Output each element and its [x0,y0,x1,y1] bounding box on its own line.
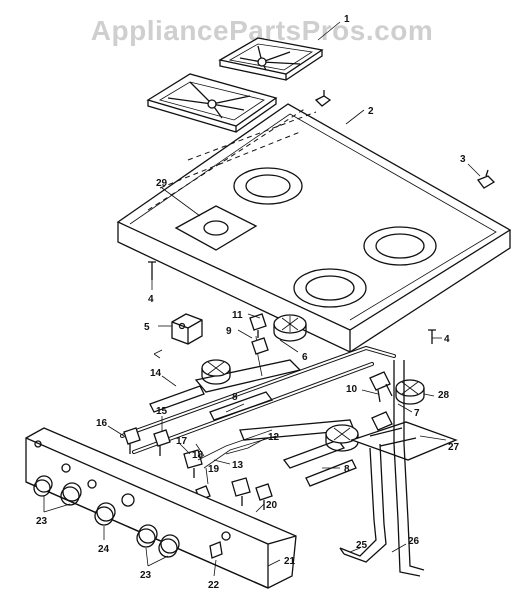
burner-grate-front [146,73,278,133]
assembly-arrow [153,349,163,359]
callout-26: 26 [408,536,420,547]
control-knob-4 [136,524,158,548]
callout-10: 10 [346,384,358,395]
callout-labels: 1 2 3 4 4 5 6 7 8 8 9 10 11 12 13 14 15 … [36,14,466,591]
callout-18: 18 [192,450,204,461]
burner-head-rear-left [273,314,307,342]
leader-lines [43,21,481,577]
callout-5: 5 [144,322,150,333]
callout-28: 28 [438,390,450,401]
callout-20: 20 [266,500,278,511]
callout-23-right: 23 [140,570,152,581]
callout-11: 11 [232,310,243,321]
burner-head-right [395,379,425,405]
control-knob-3 [94,502,116,526]
control-panel [25,427,297,589]
screw-part-4-right [428,329,436,344]
callout-19: 19 [208,464,220,475]
burner-valves [123,427,273,510]
callout-8-lower: 8 [344,464,350,475]
cooktop-panel [116,103,512,354]
callout-4-left: 4 [148,294,154,305]
callout-4-right: 4 [444,334,450,345]
callout-21: 21 [284,556,296,567]
igniter-switch-right [369,371,393,431]
igniter-switch-upper [249,313,269,355]
callout-6: 6 [302,352,308,363]
burner-head-front [325,424,359,452]
callout-22: 22 [208,580,220,591]
callout-2: 2 [368,106,374,117]
callout-25: 25 [356,540,368,551]
control-knob-1 [33,475,53,497]
callout-17: 17 [176,436,188,447]
callout-12: 12 [268,432,280,443]
screw-part-4-left [148,261,156,280]
clip-part-2 [314,90,332,107]
gas-manifold-pipe [120,345,396,454]
spark-module [171,313,203,345]
callout-14: 14 [150,368,162,379]
callout-13: 13 [232,460,244,471]
callout-7: 7 [414,408,420,419]
callout-3: 3 [460,154,466,165]
callout-27: 27 [448,442,460,453]
clock-switch [209,541,223,559]
callout-15: 15 [156,406,168,417]
gas-supply-pipe [339,360,425,577]
center-grate-insert [174,205,258,251]
callout-29: 29 [156,178,168,189]
burner-tubes [149,359,357,487]
callout-1: 1 [344,14,350,25]
callout-9: 9 [226,326,232,337]
callout-8-upper: 8 [232,392,238,403]
cooktop-burner-opening-rear-left [233,167,303,205]
cooktop-burner-opening-rear-right [363,226,437,266]
callout-23-left: 23 [36,516,48,527]
burner-grate-rear [218,37,324,81]
cooktop-burner-opening-front [293,268,367,308]
callout-24: 24 [98,544,110,555]
control-knob-5 [158,534,180,558]
control-knob-2 [60,482,82,506]
clip-part-3 [476,169,496,189]
callout-16: 16 [96,418,108,429]
control-panel-holes [61,463,231,541]
burner-head-left [201,359,231,385]
